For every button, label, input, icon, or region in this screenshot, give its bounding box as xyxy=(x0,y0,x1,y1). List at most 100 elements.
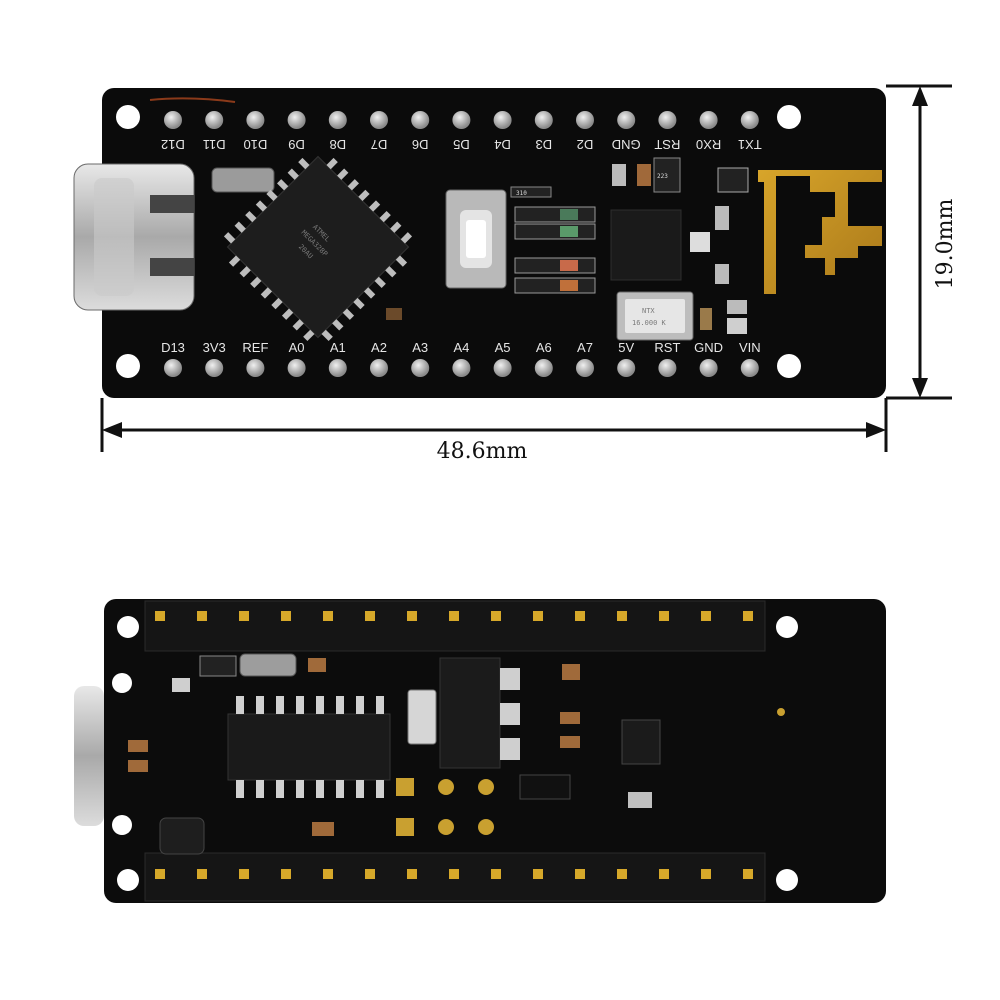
pin-label: D5 xyxy=(453,137,470,152)
led-array: 310 xyxy=(510,186,596,294)
header-pin xyxy=(617,611,627,621)
header-pin xyxy=(743,611,753,621)
mounting-hole xyxy=(117,616,139,638)
pin-label: D6 xyxy=(412,137,429,152)
header-pin xyxy=(239,611,249,621)
header-pin xyxy=(205,111,224,129)
smd-pad xyxy=(172,678,190,692)
pin-label: D4 xyxy=(494,137,511,152)
transistor xyxy=(159,817,205,855)
header-pin xyxy=(246,359,265,377)
pin-label: A5 xyxy=(495,340,511,355)
pin-label: D2 xyxy=(577,137,594,152)
bottom-header-pins xyxy=(164,359,759,377)
reset-button xyxy=(445,189,507,289)
pin-label: VIN xyxy=(739,340,761,355)
header-pin xyxy=(743,869,753,879)
pin-label: A3 xyxy=(412,340,428,355)
header-pin xyxy=(534,111,553,129)
crystal-16mhz: NTX 16.000 K xyxy=(616,291,694,341)
top-header-pins xyxy=(164,111,759,129)
capacitor xyxy=(386,308,402,320)
header-pin xyxy=(411,359,430,377)
header-pin xyxy=(239,869,249,879)
pin-label: RST xyxy=(654,137,680,152)
header-pin xyxy=(365,611,375,621)
usb-c-connector xyxy=(73,163,195,311)
crystal-small xyxy=(211,167,275,193)
pin-label: 5V xyxy=(618,340,634,355)
header-pin xyxy=(658,111,677,129)
header-pin xyxy=(491,611,501,621)
pin-label: REF xyxy=(242,340,268,355)
header-pin xyxy=(164,111,182,129)
header-pin xyxy=(155,611,165,621)
header-pin xyxy=(281,611,291,621)
mounting-hole xyxy=(112,673,132,693)
header-pin xyxy=(407,611,417,621)
header-pin xyxy=(287,359,306,377)
header-pin xyxy=(534,359,553,377)
mounting-hole xyxy=(776,869,798,891)
pin-label: A2 xyxy=(371,340,387,355)
header-pin xyxy=(155,869,165,879)
header-pin xyxy=(659,611,669,621)
small-ic xyxy=(621,719,661,765)
crystal-bottom xyxy=(239,653,297,677)
header-pin xyxy=(365,869,375,879)
pin-label: A4 xyxy=(453,340,469,355)
dimension-lines: 48.6mm 19.0mm xyxy=(100,84,958,464)
usb-serial-chip xyxy=(227,696,391,798)
mounting-hole xyxy=(116,354,140,378)
header-pin xyxy=(740,111,759,129)
pin-label: D12 xyxy=(161,137,185,152)
microcontroller-chip: ATMEL MEGA328P 20AU xyxy=(223,155,413,342)
bottom-view-top-pins xyxy=(155,611,753,621)
header-pin xyxy=(164,359,182,377)
header-pin xyxy=(493,359,512,377)
header-pin xyxy=(658,359,677,377)
pin-label: RST xyxy=(654,340,680,355)
header-pin xyxy=(533,611,543,621)
header-pin xyxy=(370,359,388,377)
header-pin xyxy=(328,359,347,377)
rf-chip xyxy=(610,209,682,281)
mounting-hole xyxy=(777,105,801,129)
pin-label: D3 xyxy=(535,137,552,152)
pin-label: 3V3 xyxy=(203,340,226,355)
pin-label: D10 xyxy=(243,137,267,152)
pin-label: A7 xyxy=(577,340,593,355)
icsp-pads xyxy=(396,778,494,836)
header-pin xyxy=(575,611,585,621)
header-pin xyxy=(197,611,207,621)
header-pin xyxy=(576,111,594,129)
pin-label: D13 xyxy=(161,340,185,355)
usb-c-connector-side xyxy=(74,686,104,826)
header-pin xyxy=(281,869,291,879)
header-pin xyxy=(452,111,471,129)
header-pin xyxy=(287,111,306,129)
pcb-antenna xyxy=(758,170,882,294)
pin-label: D9 xyxy=(288,137,305,152)
header-pin xyxy=(323,611,333,621)
header-pin xyxy=(205,359,224,377)
mounting-hole xyxy=(116,105,140,129)
mounting-hole xyxy=(117,869,139,891)
svg-text:16.000 K: 16.000 K xyxy=(632,319,667,327)
header-pin xyxy=(699,359,718,377)
header-pin xyxy=(407,869,417,879)
header-strip-top xyxy=(144,600,766,652)
pin-label: A0 xyxy=(289,340,305,355)
header-pin xyxy=(197,869,207,879)
svg-text:310: 310 xyxy=(516,190,527,197)
svg-text:NTX: NTX xyxy=(642,307,655,315)
height-label: 19.0mm xyxy=(933,199,958,290)
header-pin xyxy=(491,869,501,879)
mounting-hole xyxy=(112,815,132,835)
header-pin xyxy=(740,359,759,377)
header-pin xyxy=(328,111,347,129)
